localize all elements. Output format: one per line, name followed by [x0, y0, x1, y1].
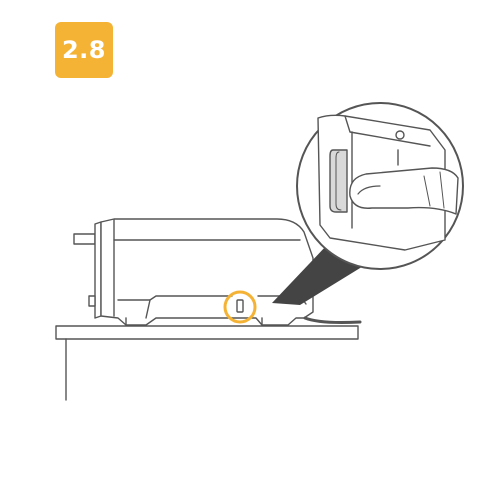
appliance	[73, 218, 314, 326]
zoom-callout	[296, 102, 464, 270]
power-cord	[303, 316, 362, 324]
step-number-label: 2.8	[61, 36, 106, 64]
side-button	[329, 149, 348, 213]
finger-pressing	[349, 167, 459, 215]
step-number-badge: 2.8	[55, 22, 113, 78]
button-highlight-ring	[223, 290, 257, 324]
counter	[55, 325, 359, 401]
